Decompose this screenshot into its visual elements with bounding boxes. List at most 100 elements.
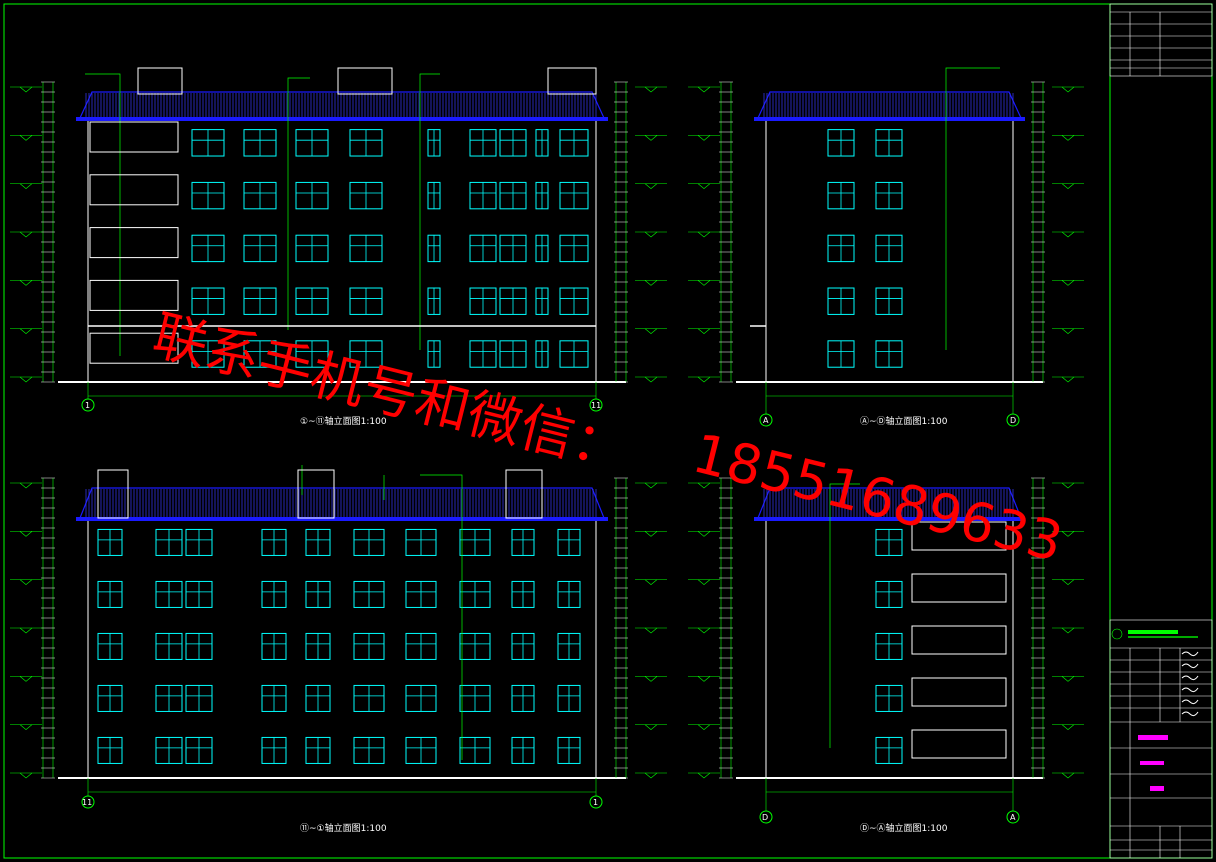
axis-bubbles	[81, 398, 1020, 824]
balcony-panel	[89, 227, 179, 259]
level-markers-right-marker	[1061, 724, 1075, 731]
elevation-title-2: Ⓐ~Ⓓ轴立面图1:100	[860, 415, 948, 427]
level-markers-left	[10, 482, 42, 779]
roof-eave	[754, 117, 1025, 121]
annotation-leader	[287, 77, 310, 330]
level-markers-left-marker	[19, 627, 33, 634]
level-markers-left-marker	[19, 676, 33, 682]
elevation-title-3: ⑪~①轴立面图1:100	[300, 822, 387, 834]
annotation-leader	[829, 483, 860, 748]
level-markers-right-marker	[1061, 280, 1075, 286]
building-outline	[87, 517, 597, 779]
level-markers-right-marker	[644, 183, 658, 190]
title-block	[1109, 3, 1213, 859]
level-markers-right-marker	[1061, 627, 1075, 634]
level-markers-left	[688, 482, 720, 779]
watermark-phone: 18551689633	[687, 421, 1069, 574]
level-markers-right-marker	[644, 280, 658, 286]
dim-chain-left	[41, 81, 55, 383]
level-markers-right-marker	[1061, 772, 1075, 779]
roof-stair-box	[547, 67, 597, 95]
level-markers-left-marker	[697, 676, 711, 682]
balcony-panel	[911, 521, 1007, 551]
roof-outline	[757, 91, 1022, 119]
level-markers-right-marker	[644, 86, 658, 93]
level-markers-right-marker	[1061, 376, 1075, 383]
level-markers-left-marker	[697, 531, 711, 537]
building-outline	[765, 117, 1014, 383]
roof-outline	[79, 487, 605, 519]
balcony-panel	[911, 677, 1007, 707]
level-markers-right-marker	[1061, 328, 1075, 335]
level-markers-left-marker	[697, 231, 711, 238]
balcony-panel	[911, 729, 1007, 759]
level-markers-left	[10, 86, 42, 383]
axis-label-4b: A	[1010, 813, 1016, 822]
level-markers-right-marker	[644, 328, 658, 335]
roof-eave	[754, 517, 1025, 521]
elevation-4	[688, 477, 1084, 811]
level-markers-left	[688, 86, 720, 383]
level-markers-right	[1052, 86, 1084, 383]
dim-chain-right	[1031, 477, 1045, 779]
dim-chain-right	[614, 477, 628, 779]
level-markers-right-marker	[1061, 183, 1075, 190]
parapet-block	[297, 469, 335, 519]
level-markers-left-marker	[19, 135, 33, 141]
level-markers-right-marker	[644, 579, 658, 586]
level-markers-left-marker	[697, 86, 711, 93]
level-markers-left-marker	[697, 482, 711, 489]
roof	[754, 91, 1025, 121]
level-markers-left-marker	[19, 724, 33, 731]
level-markers-right	[1052, 482, 1084, 779]
elevation-layer	[10, 67, 1084, 811]
balcony-panel	[89, 121, 179, 153]
level-markers-right-marker	[644, 676, 658, 682]
roof	[76, 91, 608, 121]
level-markers-right-marker	[644, 231, 658, 238]
level-markers-left-marker	[697, 724, 711, 731]
level-markers-left-marker	[19, 531, 33, 537]
level-markers-left-marker	[19, 579, 33, 586]
level-markers-right-marker	[1061, 135, 1075, 141]
level-markers-left-marker	[697, 183, 711, 190]
level-markers-left-marker	[19, 183, 33, 190]
level-markers-left-marker	[697, 579, 711, 586]
level-markers-left-marker	[19, 86, 33, 93]
title-block-marks	[1128, 630, 1198, 791]
level-markers-right-marker	[644, 135, 658, 141]
level-markers-right-marker	[644, 376, 658, 383]
level-markers-left-marker	[19, 482, 33, 489]
dim-chain-right	[614, 81, 628, 383]
level-markers-right-marker	[1061, 676, 1075, 682]
elevation-1	[10, 67, 667, 399]
parapet-block	[505, 469, 543, 519]
building-outline	[765, 517, 1014, 779]
level-markers-right-marker	[644, 627, 658, 634]
dim-chain-left	[719, 477, 733, 779]
level-markers-left-marker	[19, 328, 33, 335]
level-markers-left-marker	[697, 376, 711, 383]
elevation-title-4: Ⓓ~Ⓐ轴立面图1:100	[860, 822, 948, 834]
parapet-block	[97, 469, 129, 519]
level-markers-right	[635, 482, 667, 779]
axis-label-3b: 1	[593, 798, 598, 807]
roof-outline	[79, 91, 605, 119]
watermark-text: 联系手机号和微信：	[147, 303, 634, 482]
roof-stair-box	[137, 67, 183, 95]
axis-label-2b: D	[1010, 416, 1016, 425]
level-markers-left-marker	[697, 280, 711, 286]
level-markers-right-marker	[1061, 579, 1075, 586]
level-markers-right-marker	[1061, 86, 1075, 93]
level-markers-left-marker	[19, 772, 33, 779]
elevation-title-1: ①~⑪轴立面图1:100	[300, 415, 387, 427]
balcony-panel	[89, 174, 179, 206]
axis-label-2a: A	[763, 416, 769, 425]
level-markers-right	[635, 86, 667, 383]
level-markers-left-marker	[697, 135, 711, 141]
level-markers-left-marker	[19, 376, 33, 383]
balcony-panel	[911, 573, 1007, 603]
roof-eave	[76, 117, 608, 121]
annotation-leader	[420, 474, 463, 760]
